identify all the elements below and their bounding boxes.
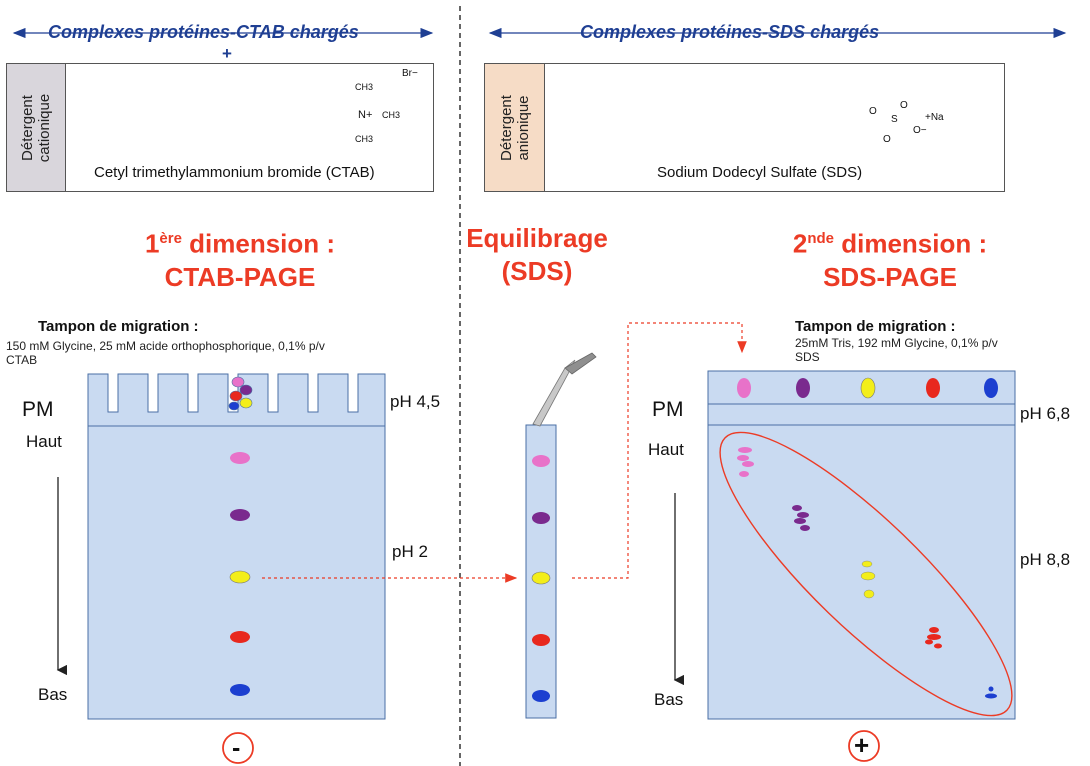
left-haut-label: Haut <box>26 432 62 451</box>
equilibrage-line2: (SDS) <box>501 256 573 286</box>
left-buffer-heading: Tampon de migration : <box>38 318 199 335</box>
right-gel-spots <box>737 447 997 699</box>
left-ph-mid: pH 2 <box>392 542 428 561</box>
right-bas-label: Bas <box>654 690 684 709</box>
scalpel-icon <box>532 352 597 427</box>
right-ph-top: pH 6,8 <box>1020 404 1071 423</box>
band-yellow <box>229 570 251 584</box>
diagonal-outline <box>719 431 1013 717</box>
ctab-ch3-right: CH3 <box>382 110 401 120</box>
right-ph-mid: pH 8,8 <box>1020 550 1071 569</box>
band-pink <box>230 452 250 464</box>
right-electrode-label: + <box>854 730 870 760</box>
dim2-rest: dimension : <box>834 228 988 259</box>
dim1-title: 1ère dimension : CTAB-PAGE <box>110 222 370 294</box>
right-pm-label: PM <box>652 398 684 421</box>
ctab-ch3-bottom: CH3 <box>355 134 374 144</box>
sds-o-bottom: O <box>883 134 891 145</box>
sds-structure-box <box>544 63 1005 192</box>
left-electrode-label: - <box>232 734 241 762</box>
dim2-line2: SDS-PAGE <box>823 261 957 292</box>
right-buffer-line2: SDS <box>795 350 820 364</box>
sds-o-minus: O− <box>913 125 927 136</box>
ctab-tab-line1: Détergent <box>19 94 36 161</box>
right-top-samples <box>737 377 998 399</box>
sds-na: +Na <box>925 112 944 123</box>
sds-name: Sodium Dodecyl Sulfate (SDS) <box>657 164 863 181</box>
right-electrode <box>848 730 880 762</box>
left-bas-label: Bas <box>38 685 68 704</box>
plus-sign: + <box>222 44 232 63</box>
left-header: Complexes protéines-CTAB chargés <box>48 22 359 42</box>
ctab-name: Cetyl trimethylammonium bromide (CTAB) <box>94 164 375 181</box>
right-header: Complexes protéines-SDS chargés <box>580 22 880 42</box>
band-purple <box>230 509 250 521</box>
ctab-tab-line2: cationique <box>36 93 53 162</box>
left-pm-label: PM <box>22 398 54 421</box>
sds-s: S <box>891 114 898 125</box>
equilibrage-title: Equilibrage (SDS) <box>452 222 622 288</box>
band-blue <box>230 684 250 696</box>
dim1-rest: dimension : <box>181 228 336 259</box>
dim2-num: 2 <box>792 228 808 259</box>
right-gel <box>707 370 1016 720</box>
middle-strip <box>525 424 557 719</box>
right-haut-label: Haut <box>648 440 684 459</box>
left-buffer-line1: 150 mM Glycine, 25 mM acide orthophospho… <box>6 339 325 353</box>
transfer-arrow-2 <box>572 322 747 579</box>
dim1-sup: ère <box>159 230 182 247</box>
ctab-ch3-top: CH3 <box>355 82 374 92</box>
left-gel-bands <box>229 452 251 696</box>
equilibrage-line1: Equilibrage <box>466 223 608 253</box>
dim1-num: 1 <box>144 228 160 259</box>
sds-o1: O <box>869 106 877 117</box>
dim2-title: 2nde dimension : SDS-PAGE <box>755 222 1025 294</box>
dim1-line2: CTAB-PAGE <box>164 261 316 292</box>
ctab-br: Br− <box>402 68 418 79</box>
left-buffer-line2: CTAB <box>6 353 38 367</box>
sds-tab-line2: anionique <box>514 94 532 161</box>
band-red <box>230 631 250 643</box>
sds-tab-line1: Détergent <box>497 94 515 161</box>
dim2-sup: nde <box>807 230 834 247</box>
strip-bands <box>531 455 551 702</box>
left-ph-top: pH 4,5 <box>390 392 441 411</box>
right-buffer-heading: Tampon de migration : <box>795 318 956 335</box>
ctab-structure-box <box>65 63 434 192</box>
left-gel <box>87 373 386 720</box>
left-electrode <box>222 732 254 764</box>
ctab-n-plus: N+ <box>358 109 373 121</box>
left-well-samples <box>228 376 253 411</box>
sds-o-top: O <box>900 100 908 111</box>
right-buffer-line1: 25mM Tris, 192 mM Glycine, 0,1% p/v <box>795 336 998 350</box>
